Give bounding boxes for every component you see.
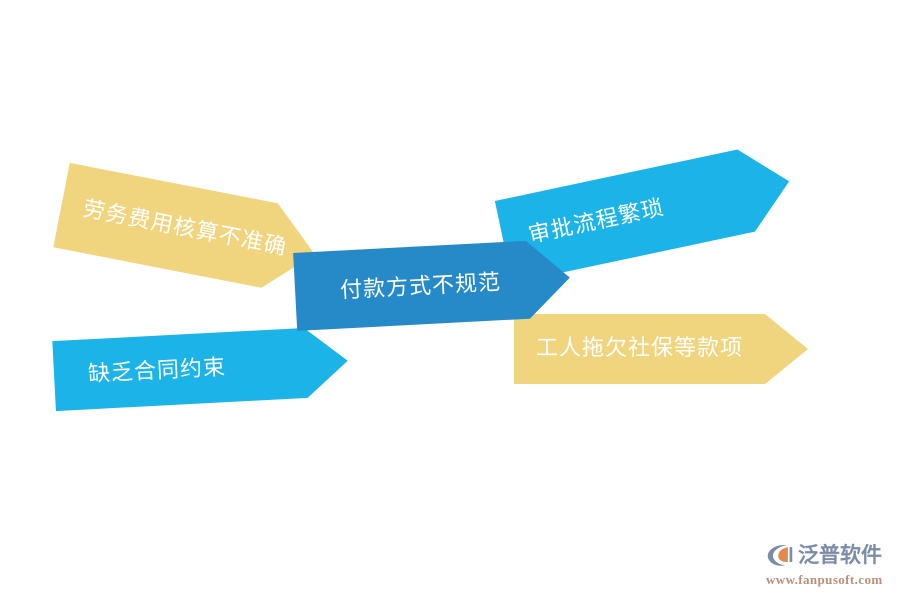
logo-top-row: 泛普软件 <box>766 540 882 570</box>
branch-top-left-arrow-shape <box>53 162 315 288</box>
branch-top-right[interactable]: 审批流程繁琐 <box>494 140 798 284</box>
logo-wordmark: 泛普软件 <box>798 542 882 567</box>
branch-bottom-right-label: 工人拖欠社保等款项 <box>536 335 743 360</box>
branch-top-left[interactable]: 劳务费用核算不准确 <box>53 162 323 297</box>
branch-top-right-arrow-shape <box>494 149 790 284</box>
center-node[interactable]: 付款方式不规范 <box>293 239 572 331</box>
branch-bottom-right-arrow-shape <box>514 314 808 384</box>
logo-url: www.fanpusoft.com <box>766 572 883 587</box>
branch-bottom-right[interactable]: 工人拖欠社保等款项 <box>514 314 808 384</box>
branch-bottom-left-arrow-shape <box>52 327 348 412</box>
fanpu-swoosh-icon <box>767 545 793 566</box>
center-node-arrow-shape <box>293 240 570 331</box>
branch-bottom-left[interactable]: 缺乏合同约束 <box>52 326 349 412</box>
brand-logo: 泛普软件 www.fanpusoft.com <box>766 534 894 594</box>
